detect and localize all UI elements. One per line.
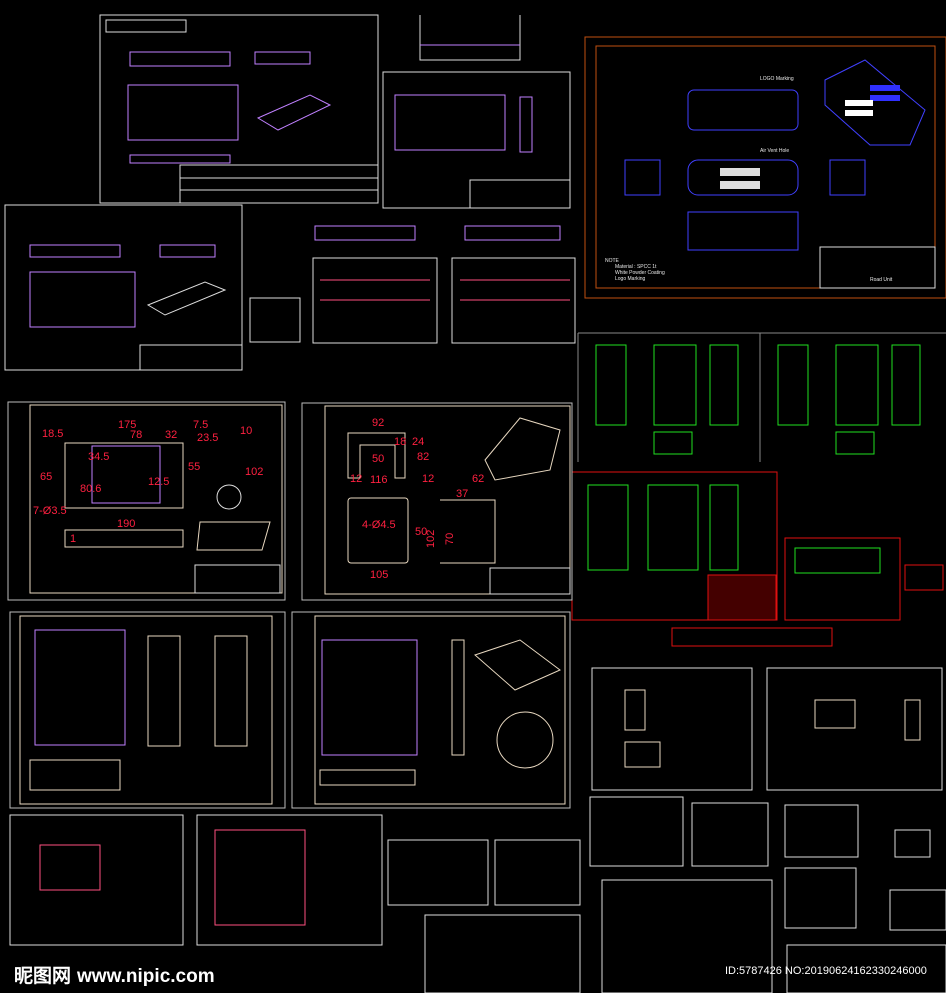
dimension-label: 65	[40, 471, 52, 483]
note-heading: NOTE	[605, 258, 620, 264]
dimension-label: 1	[70, 533, 76, 545]
dimension-label: 78	[130, 429, 142, 441]
dimension-label: 34.5	[88, 451, 109, 463]
dimension-label: 12	[422, 473, 434, 485]
drawing-sheet-row-right	[591, 667, 943, 791]
dimension-label: 80.6	[80, 483, 101, 495]
drawing-sheet-bracket-dimensioned: 92 24 18 50 82 12 116 12 62 37 4-Ø4.5 50…	[301, 402, 573, 601]
note-line: White Powder Coating	[615, 270, 665, 276]
dimension-label: 50	[415, 526, 427, 538]
dimension-label: 116	[370, 474, 388, 486]
dimension-label: 23.5	[197, 432, 218, 444]
note-line: Logo Marking	[615, 276, 646, 282]
dimension-label: 18	[394, 436, 406, 448]
drawing-sheet-enclosure-blue: NOTE Material : SPCC 1t White Powder Coa…	[584, 36, 946, 299]
dimension-label: 102	[245, 466, 263, 478]
dimension-label: 18.5	[42, 428, 63, 440]
dimension-label: 12	[350, 473, 362, 485]
drawing-sheet-brackets	[312, 225, 576, 344]
drawing-sheet-plate-dimensioned: 175 7.5 18.5 78 32 23.5 10 34.5 65 80.6 …	[7, 401, 286, 601]
drawing-sheet-green-frames	[577, 332, 946, 462]
dimension-label: 92	[372, 417, 384, 429]
title-label: Road Unit	[870, 277, 893, 283]
dimension-label: 12.5	[148, 476, 169, 488]
watermark-brand: 昵图网	[14, 965, 72, 987]
callout-label: Air Vent Hole	[760, 148, 789, 154]
dimension-label: 10	[240, 425, 252, 437]
drawing-sheet-partial-top	[419, 15, 521, 61]
dimension-label: 24	[412, 436, 424, 448]
dimension-label: 102	[425, 530, 437, 548]
drawing-sheet-red	[571, 471, 944, 647]
dimension-label: 62	[472, 473, 484, 485]
dimension-label: 4-Ø4.5	[362, 519, 396, 531]
watermark-site: www.nipic.com	[77, 966, 215, 987]
dimension-label: 82	[417, 451, 429, 463]
dimension-label: 37	[456, 488, 468, 500]
callout-label: LOGO Marking	[760, 76, 794, 82]
dimension-label: 175	[118, 419, 136, 431]
dimension-label: 105	[370, 569, 388, 581]
drawing-sheet-row-middle	[9, 611, 571, 809]
dimension-label: 70	[444, 533, 456, 545]
image-id-label: ID:5787426 NO:20190624162330246000	[725, 965, 927, 977]
drawing-sheet-rack-panel	[99, 14, 379, 204]
dimension-label: 7.5	[193, 419, 208, 431]
dimension-label: 55	[188, 461, 200, 473]
drawing-sheet-row-bottom	[9, 796, 946, 993]
dimension-label: 50	[372, 453, 384, 465]
drawing-sheet-cover	[382, 71, 571, 209]
note-line: Material : SPCC 1t	[615, 264, 657, 270]
dimension-label: 7-Ø3.5	[33, 505, 67, 517]
drawing-sheet-small	[249, 297, 301, 343]
dimension-label: 190	[117, 518, 135, 530]
dimension-label: 32	[165, 429, 177, 441]
drawing-sheet-chassis	[4, 204, 243, 371]
